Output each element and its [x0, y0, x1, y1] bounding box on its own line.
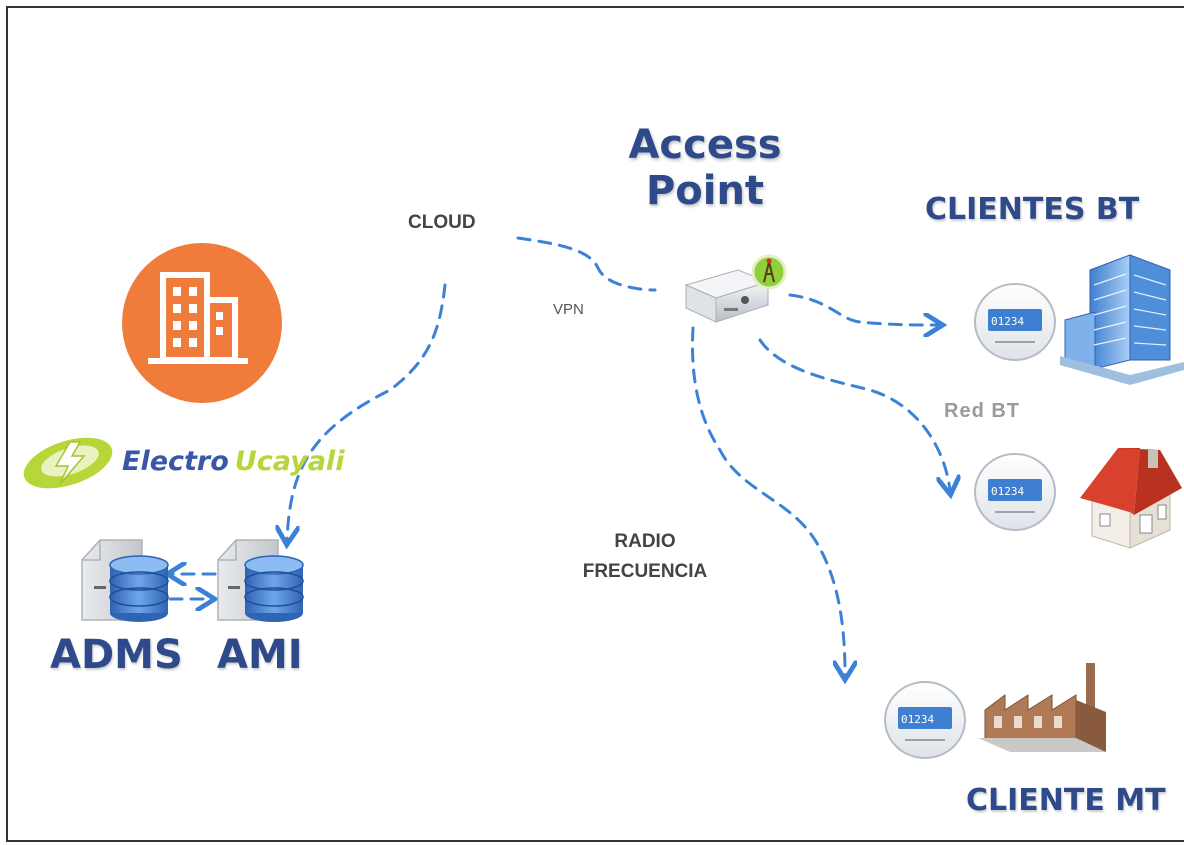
ami-server-icon [217, 539, 304, 622]
office-building-icon [1060, 254, 1184, 385]
diagram-frame [6, 6, 1184, 842]
link-ap-to-cloud [516, 236, 657, 292]
link-ap-to-clientes-bt [788, 293, 938, 325]
house-icon [1080, 448, 1182, 549]
cliente-mt-title: CLIENTE MT [966, 783, 1166, 818]
ami-label: AMI [217, 632, 303, 678]
brand-word-1: Electro [122, 446, 229, 477]
vpn-label: VPN [553, 301, 584, 318]
building-circle-icon [122, 243, 282, 403]
adms-server-icon [81, 539, 169, 622]
adms-label: ADMS [50, 632, 183, 678]
meter-icon: 01234 [974, 453, 1056, 531]
radio-label-line2: FRECUENCIA [582, 561, 708, 582]
radio-frecuencia-label: RADIO FRECUENCIA [565, 527, 725, 587]
link-ap-to-house [758, 338, 950, 490]
link-cloud-to-ami [287, 283, 447, 540]
link-ap-to-cliente-mt [691, 326, 845, 675]
red-bt-label: Red BT [944, 400, 1020, 422]
access-point-title: Access Point [605, 122, 805, 214]
meter-reading: 01234 [901, 713, 934, 726]
access-point-title-line2: Point [645, 168, 765, 214]
brand-word-2: Ucayali [234, 446, 345, 477]
lightning-logo-icon [23, 437, 113, 489]
access-point-title-line1: Access [628, 122, 782, 168]
radio-label-line1: RADIO [614, 531, 676, 552]
meter-icon: 01234 [884, 681, 966, 759]
links [170, 236, 950, 675]
meter-icon: 01234 [974, 283, 1056, 361]
access-point-device-icon [684, 269, 770, 323]
meter-reading: 01234 [991, 485, 1024, 498]
meter-reading: 01234 [991, 315, 1024, 328]
factory-icon [978, 663, 1106, 752]
antenna-icon [751, 254, 787, 290]
clientes-bt-title: CLIENTES BT [925, 192, 1140, 227]
cloud-label: CLOUD [408, 212, 476, 233]
